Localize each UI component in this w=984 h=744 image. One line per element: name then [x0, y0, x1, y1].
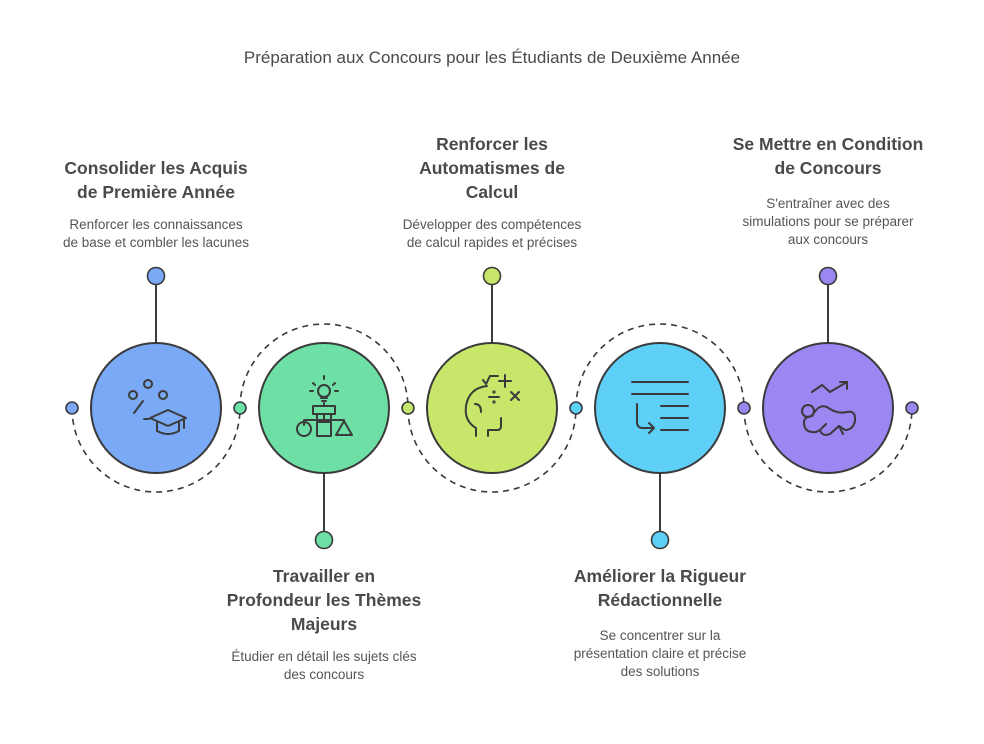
arc-nodes	[65, 401, 919, 415]
page-title: Préparation aux Concours pour les Étudia…	[243, 48, 741, 67]
arc-4	[575, 323, 745, 409]
step-description-2: Étudier en détail les sujets clés des co…	[231, 649, 417, 682]
runner-trend-up-icon	[801, 381, 857, 436]
graduation-cap-icon	[128, 379, 187, 435]
step-title-5: Se Mettre en Condition de Concours	[732, 134, 924, 178]
step-description-4: Se concentrer sur la présentation claire…	[573, 628, 747, 679]
lightbulb-shapes-hierarchy-icon	[296, 375, 353, 437]
step-title-2: Travailler en Profondeur les Thèmes Maje…	[226, 566, 422, 634]
step-circle-1	[90, 342, 222, 474]
arc-2	[239, 323, 409, 409]
step-circle-2	[258, 342, 390, 474]
arc-node-3	[401, 401, 415, 415]
connector-arcs	[71, 323, 913, 493]
text-wrap-arrow-icon	[631, 381, 689, 434]
step-title-4: Améliorer la Rigueur Rédactionnelle	[573, 566, 747, 610]
arc-node-1	[65, 401, 79, 415]
step-description-5: S'entraîner avec des simulations pour se…	[742, 196, 914, 247]
leader-lines	[155, 285, 829, 531]
leader-dot-5	[818, 266, 838, 286]
leader-dot-1	[146, 266, 166, 286]
arc-node-5	[737, 401, 751, 415]
leader-dots	[146, 266, 838, 550]
arc-3	[407, 407, 577, 493]
step-description-3: Développer des compétences de calcul rap…	[402, 217, 582, 250]
arc-5	[743, 407, 913, 493]
step-circles	[90, 342, 894, 474]
leader-dot-4	[650, 530, 670, 550]
arc-node-4	[569, 401, 583, 415]
step-title-3: Renforcer les Automatismes de Calcul	[419, 134, 565, 202]
step-circle-4	[594, 342, 726, 474]
step-title-1: Consolider les Acquis de Première Année	[64, 158, 248, 202]
arc-node-6	[905, 401, 919, 415]
leader-dot-3	[482, 266, 502, 286]
step-circle-3	[426, 342, 558, 474]
leader-dot-2	[314, 530, 334, 550]
step-description-1: Renforcer les connaissances de base et c…	[62, 217, 250, 250]
arc-1	[71, 407, 241, 493]
head-math-operators-icon	[464, 374, 520, 437]
arc-node-2	[233, 401, 247, 415]
